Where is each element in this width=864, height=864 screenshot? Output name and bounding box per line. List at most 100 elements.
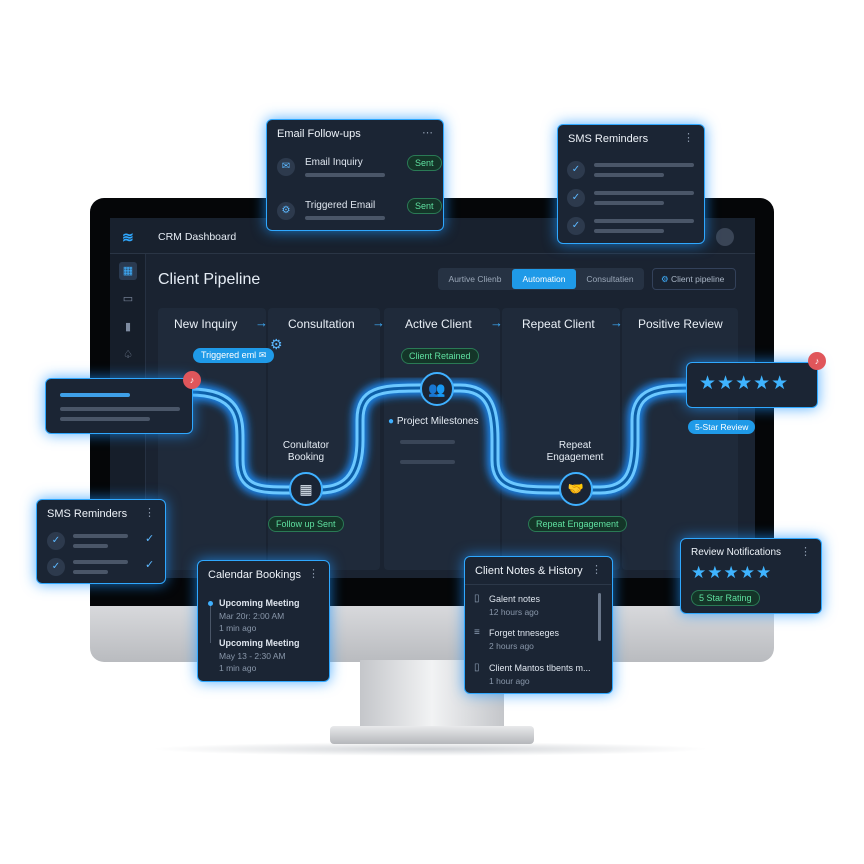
consultation-booking-label: Conultator Booking xyxy=(282,440,330,463)
more-options-icon[interactable]: ⋮ xyxy=(800,546,811,558)
five-star-review-tag: 5-Star Review xyxy=(688,420,756,434)
note-title: Forget tnneseges xyxy=(489,628,560,638)
check-icon: ✓ xyxy=(145,559,155,571)
placeholder-line xyxy=(60,407,180,411)
people-node-icon: 👥 xyxy=(420,372,454,406)
review-notifications-card[interactable]: Review Notifications ⋮ ★★★★★ 5 Star Rati… xyxy=(680,538,822,614)
note-title: Client Mantos tlbents m... xyxy=(489,663,591,673)
note-title: Galent notes xyxy=(489,594,541,604)
more-options-icon[interactable]: ⋮ xyxy=(144,507,155,519)
app-title: CRM Dashboard xyxy=(158,231,237,243)
client-notes-card[interactable]: Client Notes & History ⋮ ▯ Galent notes … xyxy=(464,556,613,694)
mail-icon: ✉ xyxy=(277,158,295,176)
arrow-right-icon: → xyxy=(255,315,268,330)
mail-icon: ✉ xyxy=(258,350,267,360)
five-star-rating: ★★★★★ xyxy=(691,563,773,582)
email-item-label: Triggered Email xyxy=(305,200,376,211)
notification-bell-icon[interactable]: ♪ xyxy=(183,371,201,389)
avatar[interactable] xyxy=(716,228,734,246)
timeline-line xyxy=(210,603,211,643)
note-ago: 2 hours ago xyxy=(489,641,534,651)
tab-automation[interactable]: Automation xyxy=(512,269,576,289)
stage-active-client: Active Client xyxy=(405,317,472,331)
milestones-text: Project Milestones xyxy=(396,416,479,427)
card-title: Email Follow-ups xyxy=(277,128,361,140)
meeting-title: Upcoming Meeting xyxy=(219,638,300,648)
card-title: Client Notes & History xyxy=(475,565,583,577)
client-pipeline-button[interactable]: ⚙ Client pipeline xyxy=(652,268,736,290)
calendar-bookings-card[interactable]: Calendar Bookings ⋮ Upcoming Meeting Mar… xyxy=(197,560,330,682)
chart-icon[interactable]: ▮ xyxy=(124,321,132,333)
gear-icon: ⚙ xyxy=(270,336,283,352)
bell-icon[interactable]: ♤ xyxy=(123,349,133,361)
card-title: Review Notifications xyxy=(691,547,782,558)
email-item-label: Email Inquiry xyxy=(305,157,363,168)
more-options-icon[interactable]: ⋮ xyxy=(308,568,319,580)
sms-reminders-card[interactable]: SMS Reminders ⋮ ✓ ✓ ✓ xyxy=(557,124,705,244)
placeholder-line xyxy=(594,229,664,233)
arrow-right-icon: → xyxy=(490,315,503,330)
more-options-icon[interactable]: ⋮ xyxy=(683,132,694,144)
meeting-date: May 13 - 2:30 AM xyxy=(219,651,286,661)
tab-active-client[interactable]: Aurtive Clienb xyxy=(448,274,502,284)
stage-positive-review: Positive Review xyxy=(638,317,723,331)
repeat-engagement-pill: Repeat Engagement xyxy=(528,516,627,532)
new-inquiry-card[interactable] xyxy=(45,378,193,434)
check-icon: ✓ xyxy=(47,558,65,576)
placeholder-line xyxy=(594,191,694,195)
check-icon: ✓ xyxy=(145,533,155,545)
sms-reminders-card[interactable]: SMS Reminders ⋮ ✓ ✓ ✓ ✓ xyxy=(36,499,166,584)
stage-consultation: Consultation xyxy=(288,317,355,331)
logo-icon: ≋ xyxy=(122,229,134,245)
document-icon: ▯ xyxy=(474,593,480,604)
arrow-right-icon: → xyxy=(372,315,385,330)
placeholder-line xyxy=(73,544,108,548)
note-ago: 12 hours ago xyxy=(489,607,539,617)
placeholder-line xyxy=(305,216,385,220)
check-icon: ✓ xyxy=(47,532,65,550)
meeting-ago: 1 min ago xyxy=(219,663,257,673)
placeholder-line xyxy=(400,460,455,464)
tab-group: Aurtive Clienb Automation Consultatien xyxy=(438,268,644,290)
placeholder-line xyxy=(594,219,694,223)
more-options-icon[interactable]: ⋯ xyxy=(422,127,433,139)
email-followups-card[interactable]: Email Follow-ups ⋯ ✉ Email Inquiry Sent … xyxy=(266,119,444,231)
page-title: Client Pipeline xyxy=(158,271,261,288)
meeting-ago: 1 min ago xyxy=(219,623,257,633)
folder-icon[interactable]: ▭ xyxy=(122,293,134,305)
more-options-icon[interactable]: ⋮ xyxy=(591,564,602,576)
arrow-right-icon: → xyxy=(610,315,623,330)
check-icon: ✓ xyxy=(567,189,585,207)
repeat-engagement-label: Repeat Engagement xyxy=(546,440,604,463)
calendar-node-icon: ▦ xyxy=(289,472,323,506)
placeholder-line xyxy=(594,173,664,177)
card-title: SMS Reminders xyxy=(47,508,128,520)
note-ago: 1 hour ago xyxy=(489,676,530,686)
automation-icon: ⚙ xyxy=(277,202,295,220)
check-icon: ✓ xyxy=(567,217,585,235)
placeholder-line xyxy=(73,560,128,564)
five-star-rating: ★★★★★ xyxy=(699,373,790,394)
triggered-label: Triggered eml xyxy=(201,350,257,360)
monitor-base xyxy=(330,726,534,744)
status-badge: Sent xyxy=(407,155,442,171)
tab-consultation[interactable]: Consultatien xyxy=(586,274,634,284)
list-icon: ≡ xyxy=(474,627,480,638)
placeholder-line xyxy=(594,163,694,167)
stage-repeat-client: Repeat Client xyxy=(522,317,595,331)
scrollbar[interactable] xyxy=(598,593,601,641)
notification-bell-icon[interactable]: ♪ xyxy=(808,352,826,370)
card-title: SMS Reminders xyxy=(568,133,649,145)
placeholder-line xyxy=(594,201,664,205)
client-retained-pill: Client Retained xyxy=(401,348,479,364)
card-title: Calendar Bookings xyxy=(208,569,301,581)
meeting-date: Mar 20r: 2:00 AM xyxy=(219,611,285,621)
status-badge: Sent xyxy=(407,198,442,214)
triggered-email-tag: Triggered eml ✉ xyxy=(193,348,275,363)
meeting-title: Upcoming Meeting xyxy=(219,598,300,608)
document-icon: ▯ xyxy=(474,662,480,673)
review-stars-card: ★★★★★ xyxy=(686,362,818,408)
gear-icon: ⚙ xyxy=(661,274,669,284)
placeholder-line xyxy=(400,440,455,444)
dashboard-icon[interactable]: ▦ xyxy=(119,262,137,280)
